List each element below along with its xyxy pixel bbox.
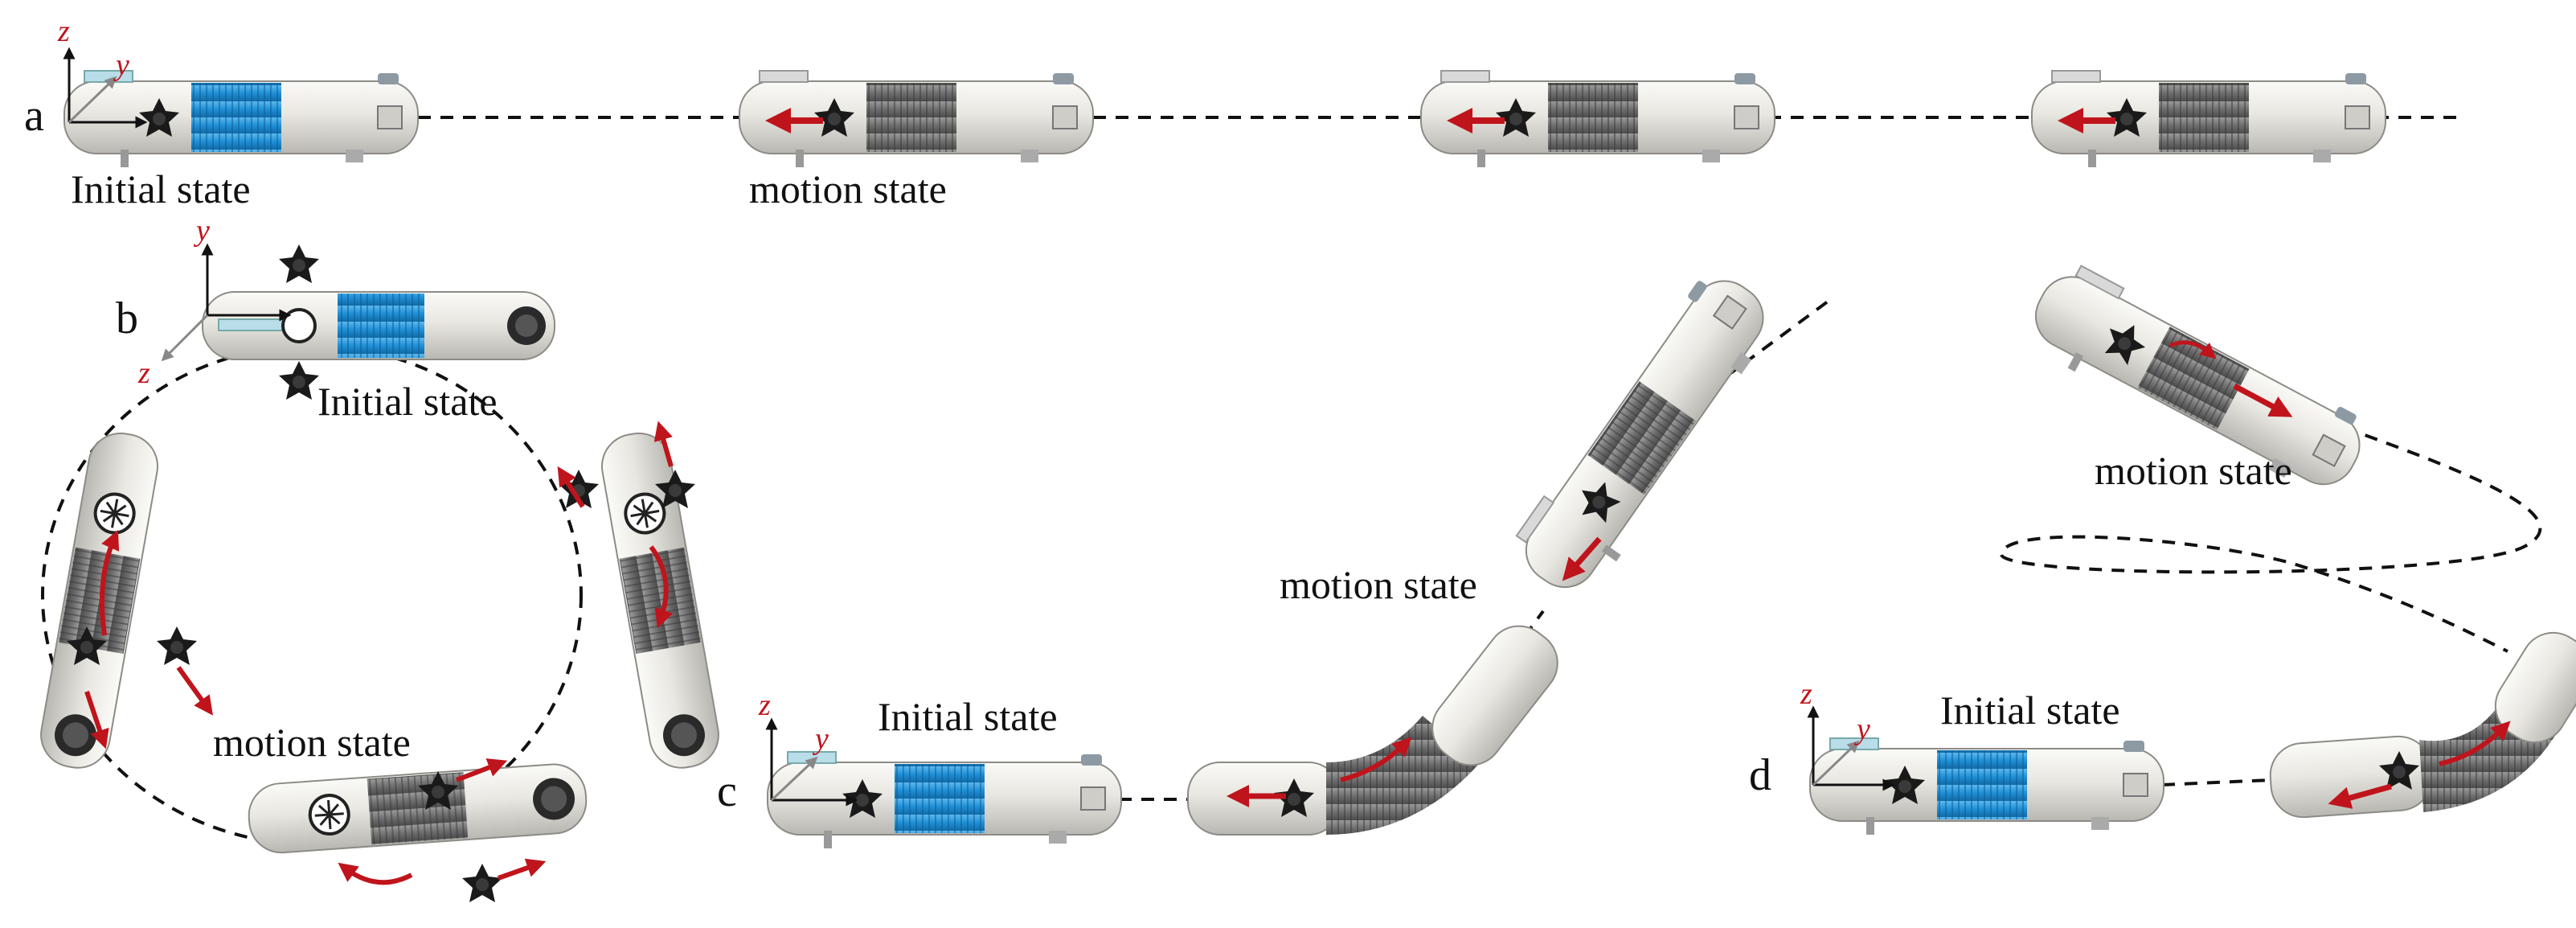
panel-letter-b: b (116, 294, 138, 343)
panel-d-bending-robot (2269, 631, 2576, 819)
panel-a-motion-label: motion state (749, 166, 947, 211)
panel-a-y-axis-label: y (116, 48, 129, 82)
panel-d-arrow-1 (2328, 783, 2392, 809)
panel-d-initial-robot (1810, 738, 2164, 835)
panel-a-initial-robot (64, 71, 418, 167)
panel-letter-a: a (24, 91, 44, 141)
panel-c-z-axis-label: z (759, 688, 771, 722)
panel-c-arrow-curve (1340, 737, 1412, 782)
panel-b-wheel-2 (157, 626, 197, 665)
panel-b-initial-label: Initial state (317, 379, 498, 424)
panel-c-initial-label: Initial state (878, 694, 1058, 739)
panel-c-y-axis (770, 756, 818, 802)
panel-a-z-axis-label: z (58, 14, 70, 48)
panel-a-y-axis (68, 76, 117, 124)
panel-b-arrow-curve-bottom (338, 862, 413, 885)
panel-b-arrow-curve-left (99, 530, 120, 636)
panel-d-arrow-curve (2439, 721, 2511, 766)
panel-d-arrow-2 (2233, 383, 2293, 417)
panel-b-robot-left (34, 426, 165, 775)
panel-c-y-axis-label: y (815, 722, 829, 756)
panel-b-y-axis-label: y (196, 214, 210, 248)
panel-c-motion-robot (1505, 262, 1787, 607)
panel-b-arrow-1 (84, 691, 109, 749)
panel-b-initial-robot (202, 244, 555, 400)
panel-letter-d: d (1749, 750, 1771, 800)
panel-b-motion-label: motion state (213, 720, 411, 765)
panel-d-initial-label: Initial state (1940, 688, 2120, 733)
panel-b-arrow-4 (653, 421, 674, 467)
panel-c-motion-label: motion state (1280, 562, 1477, 607)
panel-letter-c: c (717, 766, 737, 816)
panel-b-arrow-2 (176, 666, 214, 716)
panel-d-motion-label: motion state (2095, 448, 2292, 493)
panel-c-bending-robot (1187, 625, 1558, 836)
panel-d-path-curve (1999, 418, 2542, 786)
panel-b-arrow-3 (557, 466, 585, 508)
panel-c (765, 262, 1833, 848)
panel-d-z-axis-label: z (1800, 677, 1812, 711)
panel-a (63, 47, 2459, 167)
panel-b-robot-bottom (245, 760, 590, 856)
panel-b-arrow-6 (497, 858, 547, 881)
panel-b-wheel-6 (462, 864, 502, 902)
panel-b-arrow-curve-right (649, 545, 674, 629)
panel-b-z-axis (161, 314, 209, 362)
panel-b-arrow-5 (455, 758, 508, 782)
panel-d (1807, 257, 2576, 835)
panel-d-arrow-curve-top (2169, 340, 2217, 359)
panel-a-initial-label: Initial state (71, 166, 251, 211)
panel-b-z-axis-label: z (138, 356, 150, 390)
panel-d-y-axis-label: y (1857, 712, 1870, 746)
panel-d-y-axis (1812, 740, 1860, 786)
panel-b (34, 243, 726, 902)
panel-b-robot-right (595, 426, 726, 775)
panel-c-arrow-2 (1562, 536, 1602, 581)
